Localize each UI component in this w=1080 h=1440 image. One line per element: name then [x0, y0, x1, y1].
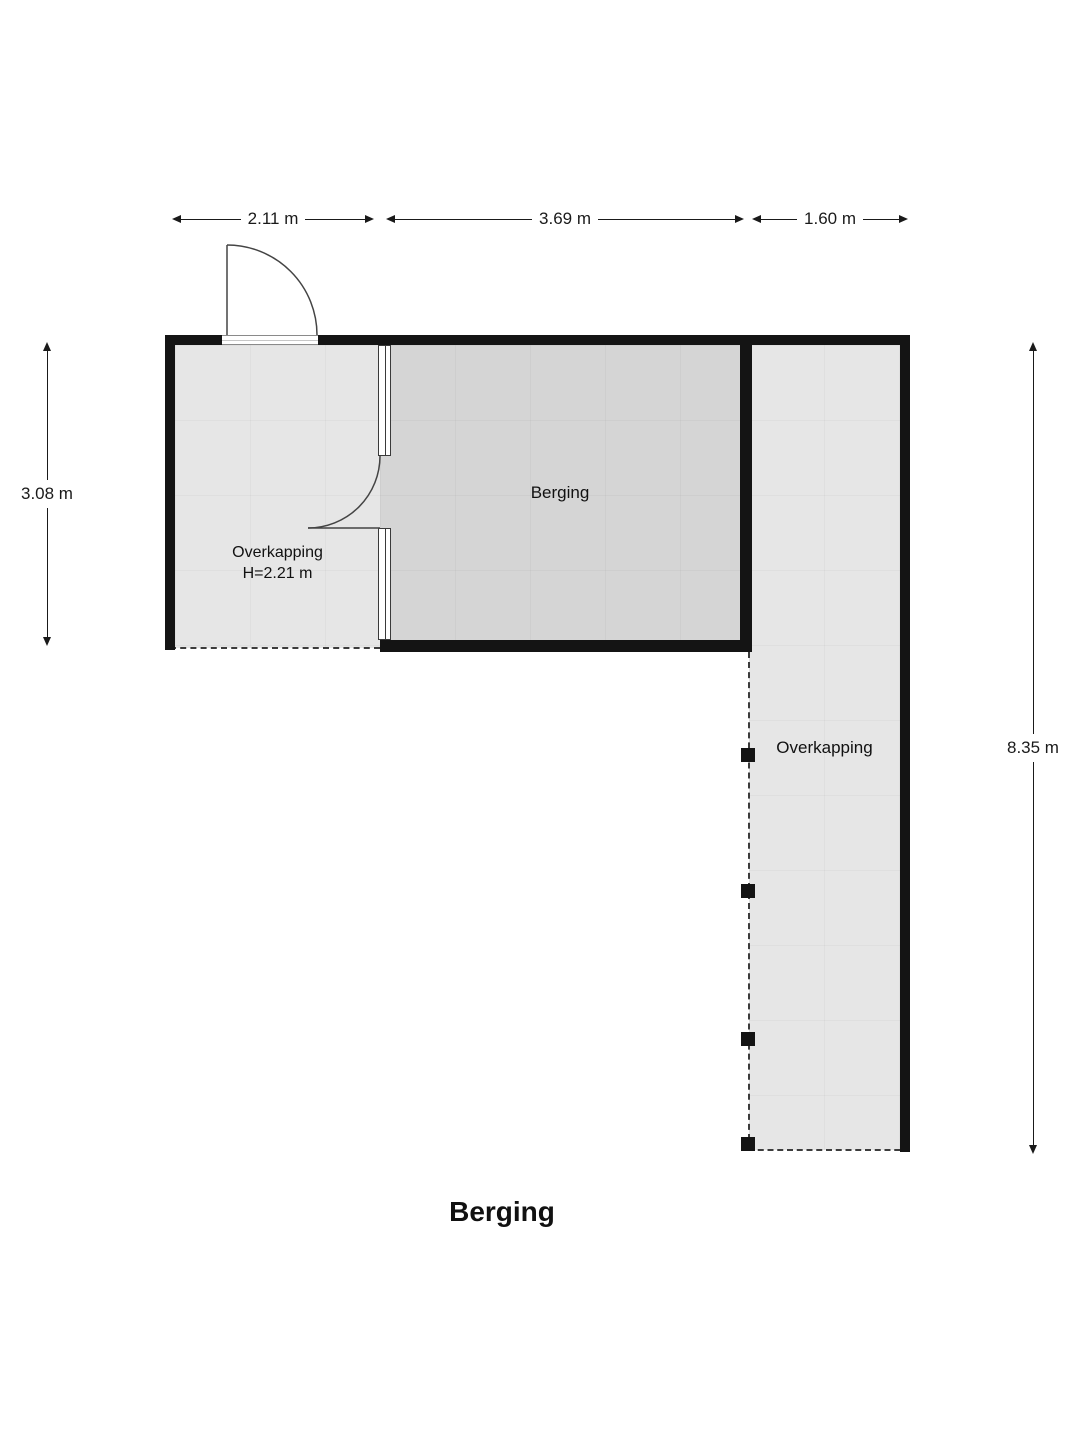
dimension-top-left: 2.11 m — [172, 209, 374, 229]
canopy-left-floor — [175, 345, 380, 648]
arrow-down-icon — [1029, 1145, 1037, 1154]
dimension-label: 3.69 m — [539, 209, 591, 228]
dimension-line — [598, 218, 736, 220]
dimension-line — [395, 218, 533, 220]
dimension-label: 3.08 m — [21, 484, 73, 503]
door-opening — [222, 335, 318, 345]
dimension-line — [1032, 762, 1034, 1145]
dimension-line — [181, 218, 241, 220]
dimension-line — [761, 218, 798, 220]
top-exterior-wall — [165, 335, 910, 345]
dimension-top-right: 1.60 m — [752, 209, 909, 229]
canopy-post — [741, 1032, 755, 1046]
dimension-left: 3.08 m — [18, 342, 76, 646]
dimension-label: 2.11 m — [247, 209, 299, 228]
storage-right-wall — [740, 335, 752, 652]
dimension-line — [46, 508, 48, 637]
exterior-door-swing-arc — [226, 244, 318, 336]
arrow-right-icon — [365, 215, 374, 223]
arrow-up-icon — [43, 342, 51, 351]
dimension-line — [305, 218, 365, 220]
arrow-left-icon — [172, 215, 181, 223]
canopy-post — [741, 748, 755, 762]
dimension-label: 1.60 m — [804, 209, 856, 228]
left-exterior-wall — [165, 335, 175, 650]
dimension-top-middle: 3.69 m — [386, 209, 745, 229]
dimension-line — [46, 351, 48, 480]
window-upper — [378, 345, 391, 456]
dimension-label: 8.35 m — [1007, 738, 1059, 757]
arrow-left-icon — [752, 215, 761, 223]
canopy-right-bottom-open-edge — [748, 1149, 910, 1151]
plan-title: Berging — [449, 1196, 555, 1227]
canopy-right-open-edge — [748, 652, 750, 1150]
storage-bottom-wall — [380, 640, 752, 652]
canopy-post — [741, 884, 755, 898]
window-lower — [378, 528, 391, 640]
arrow-right-icon — [735, 215, 745, 223]
arrow-left-icon — [386, 215, 395, 223]
canopy-post — [741, 1137, 755, 1151]
arrow-right-icon — [899, 215, 909, 223]
arrow-up-icon — [1029, 342, 1037, 351]
dimension-right: 8.35 m — [1004, 342, 1062, 1154]
canopy-left-open-edge — [170, 647, 380, 649]
right-exterior-wall — [900, 335, 910, 1152]
dimension-line — [863, 218, 900, 220]
canopy-right-floor — [749, 345, 900, 1150]
arrow-down-icon — [43, 637, 51, 646]
dimension-line — [1032, 351, 1034, 734]
storage-room-floor — [380, 345, 740, 640]
